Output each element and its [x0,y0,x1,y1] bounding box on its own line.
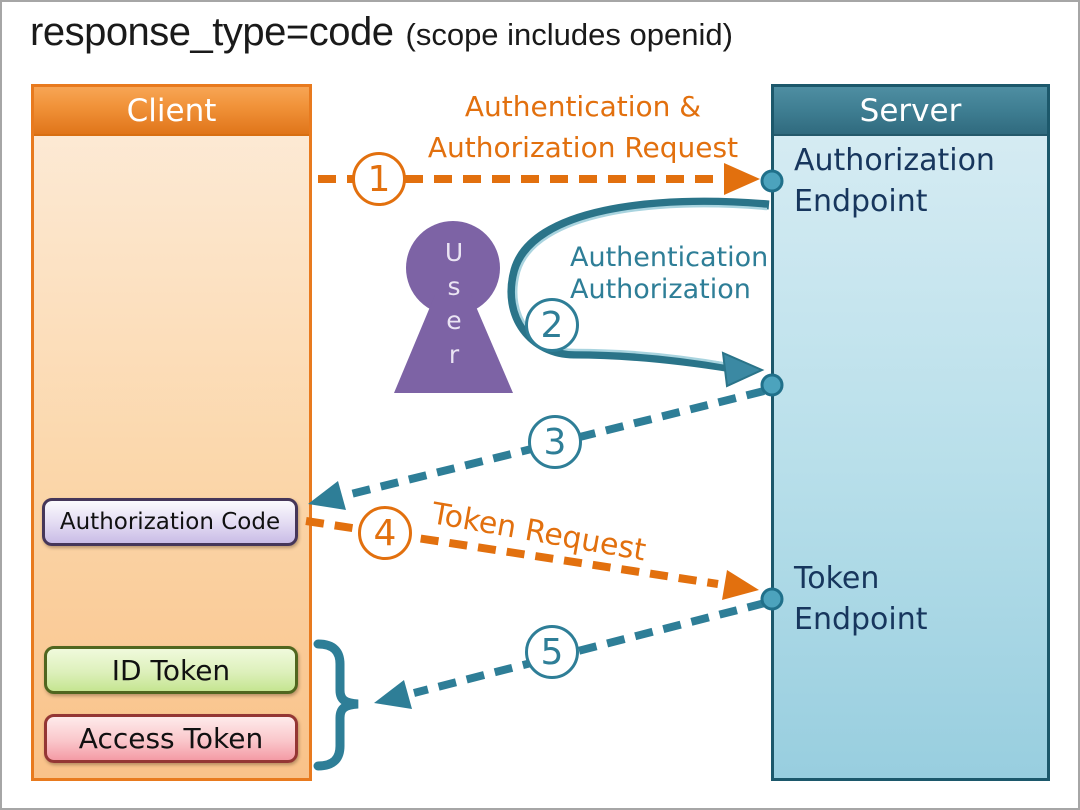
step-circle-5: 5 [525,625,579,679]
step-circle-4: 4 [358,506,412,560]
id-token-box: ID Token [44,646,298,694]
authorization-endpoint-dot [760,169,784,193]
title-sub: (scope includes openid) [405,17,733,52]
server-box: Server [771,84,1050,781]
step-1-label: Authentication & Authorization Request [427,90,739,164]
tokens-brace [313,639,359,771]
authorization-code-box: Authorization Code [42,498,298,546]
client-header: Client [34,87,309,136]
step-circle-2: 2 [525,298,579,352]
server-header: Server [774,87,1047,136]
arrow-step-2 [507,197,770,388]
page-title: response_type=code (scope includes openi… [30,10,733,55]
step-circle-1: 1 [352,152,406,206]
arrow-step-5 [374,599,766,709]
user-figure-body [394,295,513,393]
authorization-endpoint-label: Authorization Endpoint [794,143,995,219]
authorization-response-dot [760,373,784,397]
title-main: response_type=code [30,10,394,54]
token-endpoint-dot [760,587,784,611]
token-endpoint-label: Token Endpoint [794,561,928,637]
user-figure-head [406,221,500,315]
step-2-label: Authentication Authorization [570,242,769,305]
access-token-box: Access Token [44,714,298,763]
user-label: User [444,238,464,369]
step-circle-3: 3 [528,415,582,469]
